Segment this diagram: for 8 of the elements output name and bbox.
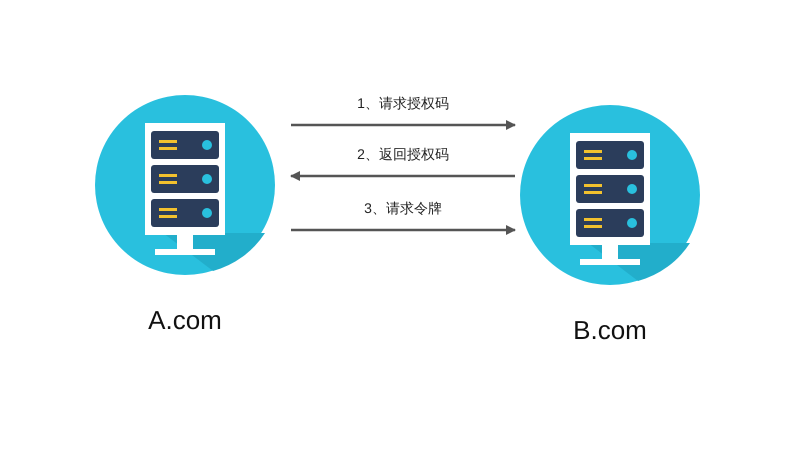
edge-label: 3、请求令牌 — [362, 200, 444, 218]
node-label: B.com — [572, 315, 648, 346]
edge-label: 1、请求授权码 — [355, 95, 451, 113]
arrow — [291, 120, 516, 130]
arrow — [291, 225, 516, 235]
arrow — [290, 171, 515, 181]
node-label: A.com — [147, 305, 223, 336]
edge-label: 2、返回授权码 — [355, 146, 451, 164]
